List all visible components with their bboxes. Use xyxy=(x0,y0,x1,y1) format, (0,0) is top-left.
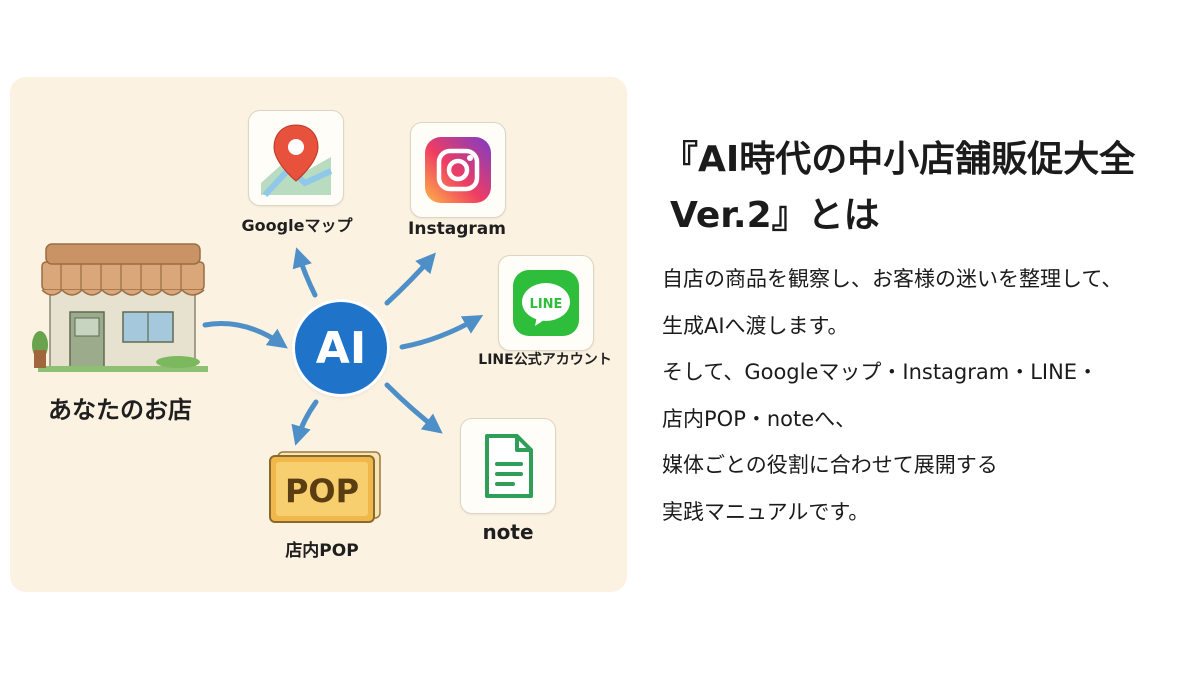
arrow-ai-to-maps xyxy=(292,247,318,298)
title-line-2: Ver.2』とは xyxy=(670,195,880,236)
google-maps-tile xyxy=(248,110,344,206)
ai-label: AI xyxy=(315,322,367,374)
pop-sign-icon: POP xyxy=(269,451,381,523)
pop-label: 店内POP xyxy=(285,541,359,561)
instagram-label: Instagram xyxy=(408,219,506,239)
description-line: 媒体ごとの役割に合わせて展開する xyxy=(662,453,998,477)
google-maps-label: Googleマップ xyxy=(241,216,353,235)
document-icon xyxy=(485,434,533,498)
description: 自店の商品を観察し、お客様の迷いを整理して、 生成AIへ渡します。 そして、Go… xyxy=(662,256,1192,535)
arrow-ai-to-line xyxy=(399,314,484,350)
arrow-ai-to-instagram xyxy=(384,252,436,306)
title-line-1: 『AI時代の中小店舗販促大全 xyxy=(662,139,1136,180)
instagram-tile xyxy=(410,122,506,218)
map-pin-icon xyxy=(261,124,333,198)
ai-hub: AI xyxy=(295,302,387,394)
note-tile xyxy=(460,418,556,514)
page-title: 『AI時代の中小店舗販促大全 Ver.2』とは xyxy=(662,132,1182,244)
description-line: 生成AIへ渡します。 xyxy=(662,313,849,338)
store-label: あなたのお店 xyxy=(48,396,192,424)
instagram-icon xyxy=(425,137,491,203)
line-icon-text: LINE xyxy=(530,297,563,312)
description-line: 自店の商品を観察し、お客様の迷いを整理して、 xyxy=(662,267,1123,291)
line-icon: LINE xyxy=(513,270,579,336)
pop-sign-text: POP xyxy=(285,472,359,510)
note-label: note xyxy=(482,520,534,544)
arrow-ai-to-pop xyxy=(291,399,319,446)
arrow-ai-to-note xyxy=(384,382,443,434)
description-line: 店内POP・noteへ、 xyxy=(662,406,857,431)
description-line: そして、Googleマップ・Instagram・LINE・ xyxy=(662,360,1099,384)
store-illustration xyxy=(32,243,208,372)
line-tile: LINE xyxy=(498,255,594,351)
arrow-store-to-ai xyxy=(202,321,288,349)
line-label: LINE公式アカウント xyxy=(478,352,612,368)
description-line: 実践マニュアルです。 xyxy=(662,499,870,524)
flow-arrows xyxy=(202,247,484,446)
